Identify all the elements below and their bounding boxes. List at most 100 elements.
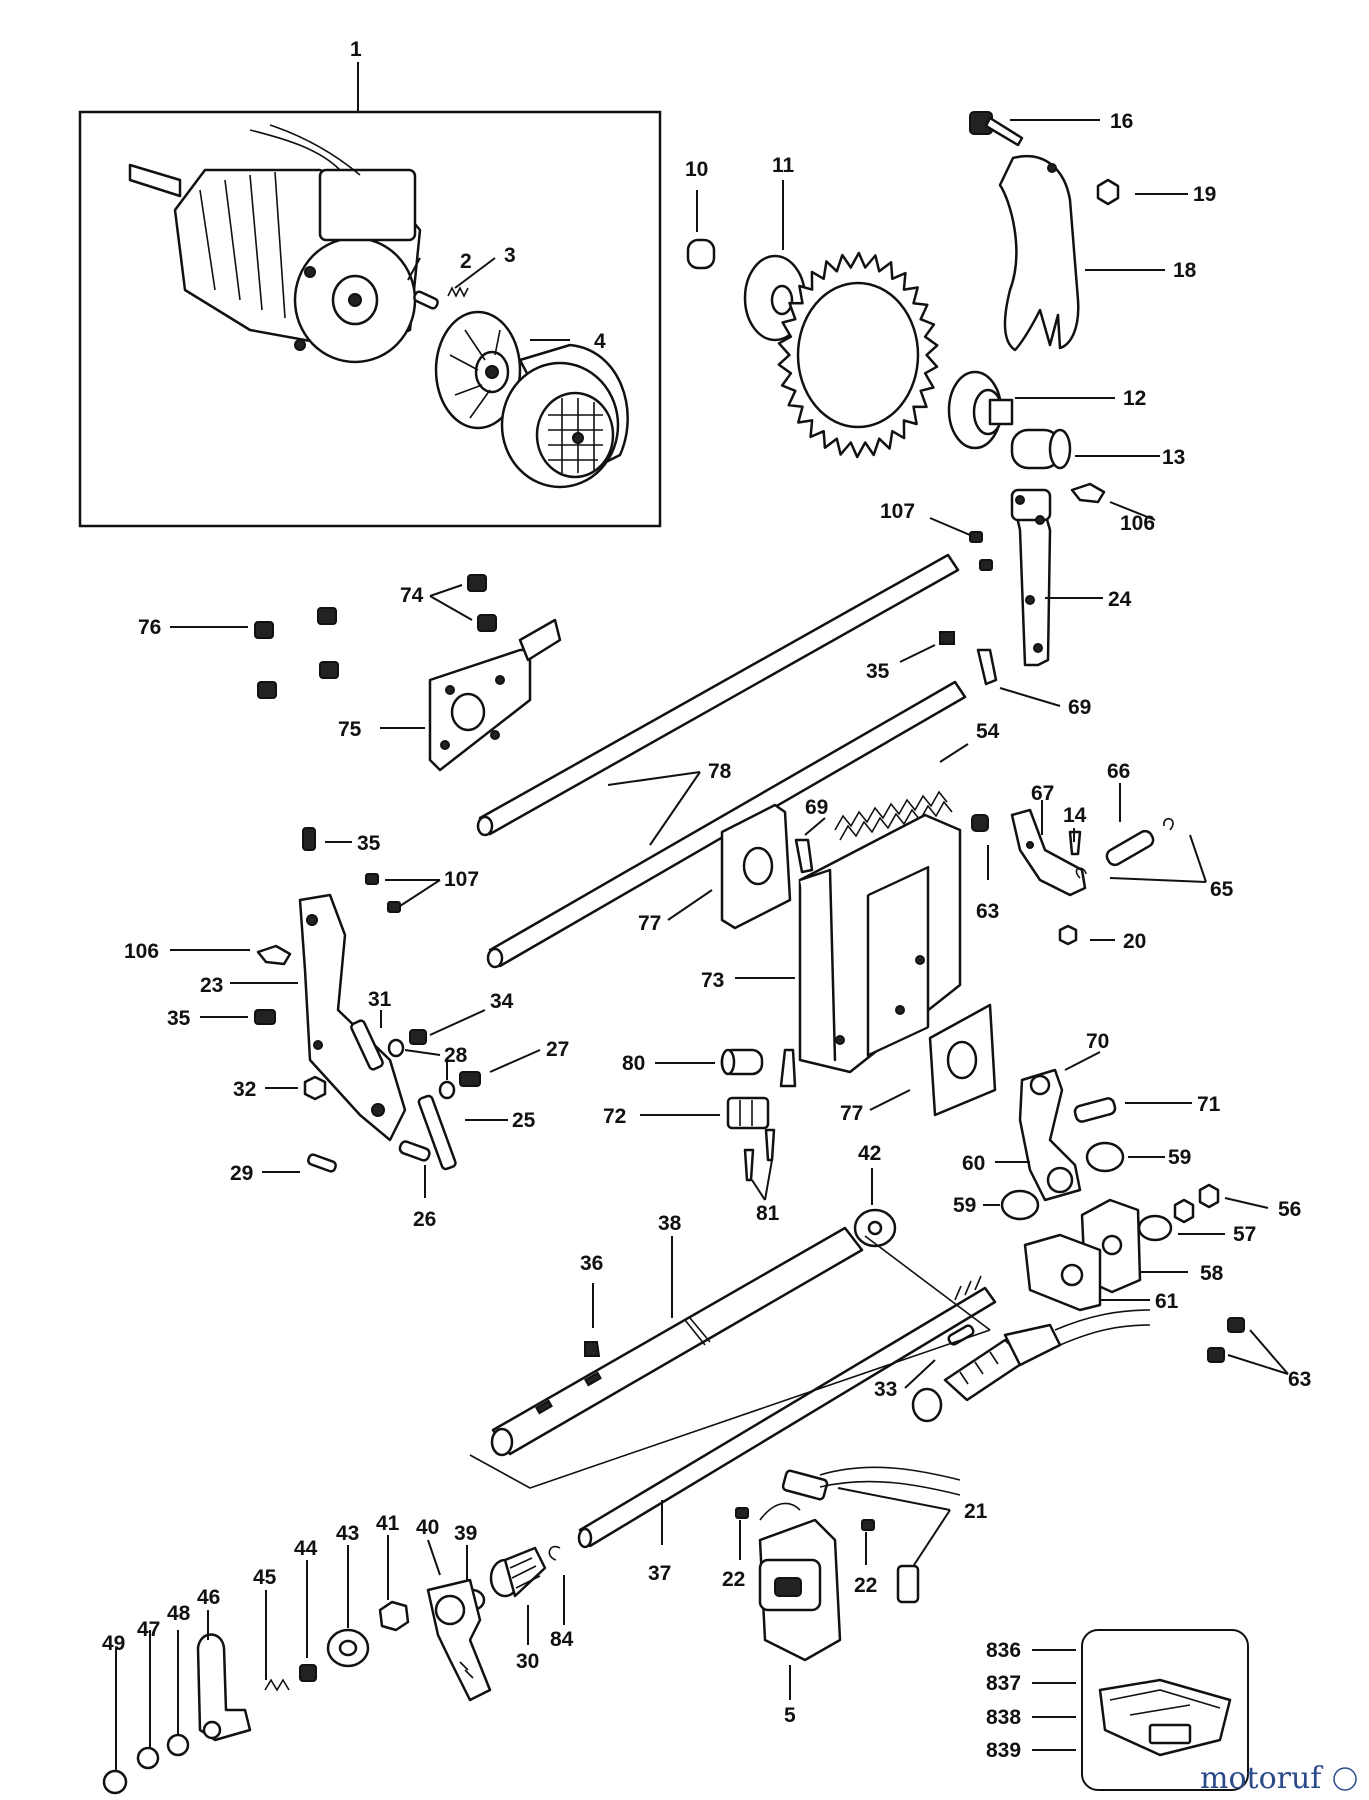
label-part-107-left: 107 (444, 868, 479, 891)
label-part-1: 1 (350, 38, 362, 61)
label-part-28: 28 (444, 1044, 468, 1067)
label-part-36: 36 (580, 1252, 603, 1275)
nut-19 (1096, 178, 1120, 206)
label-part-59-right: 59 (1168, 1146, 1191, 1169)
motor (128, 124, 422, 364)
switch-5 (758, 1502, 842, 1662)
watermark-text: motoruf (1200, 1761, 1323, 1796)
label-part-4: 4 (594, 330, 606, 353)
knob-30 (489, 1546, 547, 1598)
label-part-3: 3 (504, 244, 516, 267)
label-part-75: 75 (338, 718, 362, 741)
label-part-58: 58 (1200, 1262, 1224, 1285)
cap-49 (102, 1769, 128, 1795)
label-part-10: 10 (685, 158, 708, 181)
label-part-21: 21 (964, 1500, 988, 1523)
cooling-fan (434, 310, 522, 430)
screws-107-left (365, 873, 401, 913)
coupling-nut (911, 1309, 1151, 1423)
label-part-46: 46 (197, 1586, 220, 1609)
shaft-38 (490, 1226, 864, 1457)
nut-41 (378, 1600, 410, 1632)
flange-12 (947, 370, 1014, 450)
pin-29 (307, 1153, 337, 1173)
label-part-33: 33 (874, 1378, 897, 1401)
clip-65-a (1075, 867, 1087, 879)
clip-80 (779, 1048, 797, 1088)
link-31 (350, 1019, 384, 1071)
screw-34 (409, 1029, 427, 1045)
label-part-77-right: 77 (840, 1102, 863, 1125)
label-part-80: 80 (622, 1052, 645, 1075)
screw-22-right (861, 1519, 875, 1531)
clip-106-upper (1070, 482, 1106, 504)
gear-43 (326, 1628, 370, 1668)
label-part-44: 44 (294, 1537, 318, 1560)
label-part-45: 45 (253, 1566, 277, 1589)
lever-70-60 (1018, 1068, 1082, 1202)
screws-107-upper (969, 531, 993, 571)
label-part-32: 32 (233, 1078, 256, 1101)
slide-plate-77-right (928, 1003, 997, 1117)
lever-67 (1010, 808, 1087, 897)
label-part-16: 16 (1110, 110, 1133, 133)
screw-35-left-mid (254, 1009, 276, 1025)
label-part-49: 49 (102, 1632, 125, 1655)
spring-54 (834, 790, 953, 841)
label-part-30: 30 (516, 1650, 539, 1673)
label-part-54: 54 (976, 720, 1000, 743)
label-part-48: 48 (167, 1602, 191, 1625)
label-part-59-left: 59 (953, 1194, 976, 1217)
label-part-13: 13 (1162, 446, 1185, 469)
washer-48 (166, 1733, 190, 1757)
label-part-107-upper: 107 (880, 500, 915, 523)
clamp-21 (896, 1564, 920, 1604)
label-part-35-left-mid: 35 (167, 1007, 191, 1030)
handle-46 (196, 1633, 252, 1742)
label-part-56: 56 (1278, 1198, 1301, 1221)
label-part-67: 67 (1031, 782, 1054, 805)
label-part-41: 41 (376, 1512, 400, 1535)
label-part-60: 60 (962, 1152, 985, 1175)
label-part-37: 37 (648, 1562, 671, 1585)
label-part-106-right: 106 (1120, 512, 1155, 535)
bush-13 (1010, 428, 1072, 470)
link-25 (417, 1094, 457, 1171)
clip-65-b (1163, 818, 1174, 831)
label-part-29: 29 (230, 1162, 253, 1185)
label-part-47: 47 (137, 1618, 160, 1641)
spacer-10 (686, 238, 716, 270)
screw-14 (1068, 830, 1082, 856)
clip-69-mid (794, 838, 814, 874)
nuts-56 (1173, 1183, 1220, 1224)
pin-66 (1105, 829, 1155, 867)
label-part-25: 25 (512, 1109, 536, 1132)
label-part-22-left: 22 (722, 1568, 745, 1591)
grub-screw-36 (584, 1341, 601, 1357)
screws-63-lower (1207, 1317, 1245, 1363)
leadscrew-37 (577, 1275, 997, 1549)
label-part-5: 5 (784, 1704, 796, 1727)
label-part-81: 81 (756, 1202, 780, 1225)
label-part-35-right: 35 (866, 660, 890, 683)
label-part-69-mid: 69 (805, 796, 828, 819)
screw-44 (299, 1664, 317, 1682)
label-part-838: 838 (986, 1706, 1021, 1729)
label-part-57: 57 (1233, 1223, 1256, 1246)
label-part-39: 39 (454, 1522, 477, 1545)
cable (819, 1466, 961, 1496)
crank-handle-40 (426, 1578, 492, 1702)
label-part-38: 38 (658, 1212, 682, 1235)
rods-78 (476, 553, 967, 969)
label-part-61: 61 (1155, 1290, 1179, 1313)
label-part-31: 31 (368, 988, 392, 1011)
block-72 (726, 1096, 770, 1130)
washer-59-left (1000, 1189, 1040, 1221)
clip-84 (548, 1545, 561, 1561)
label-part-34: 34 (490, 990, 514, 1013)
mounting-plate-75 (428, 618, 562, 772)
label-part-26: 26 (413, 1208, 436, 1231)
label-part-18: 18 (1173, 259, 1197, 282)
label-part-11: 11 (772, 154, 795, 177)
